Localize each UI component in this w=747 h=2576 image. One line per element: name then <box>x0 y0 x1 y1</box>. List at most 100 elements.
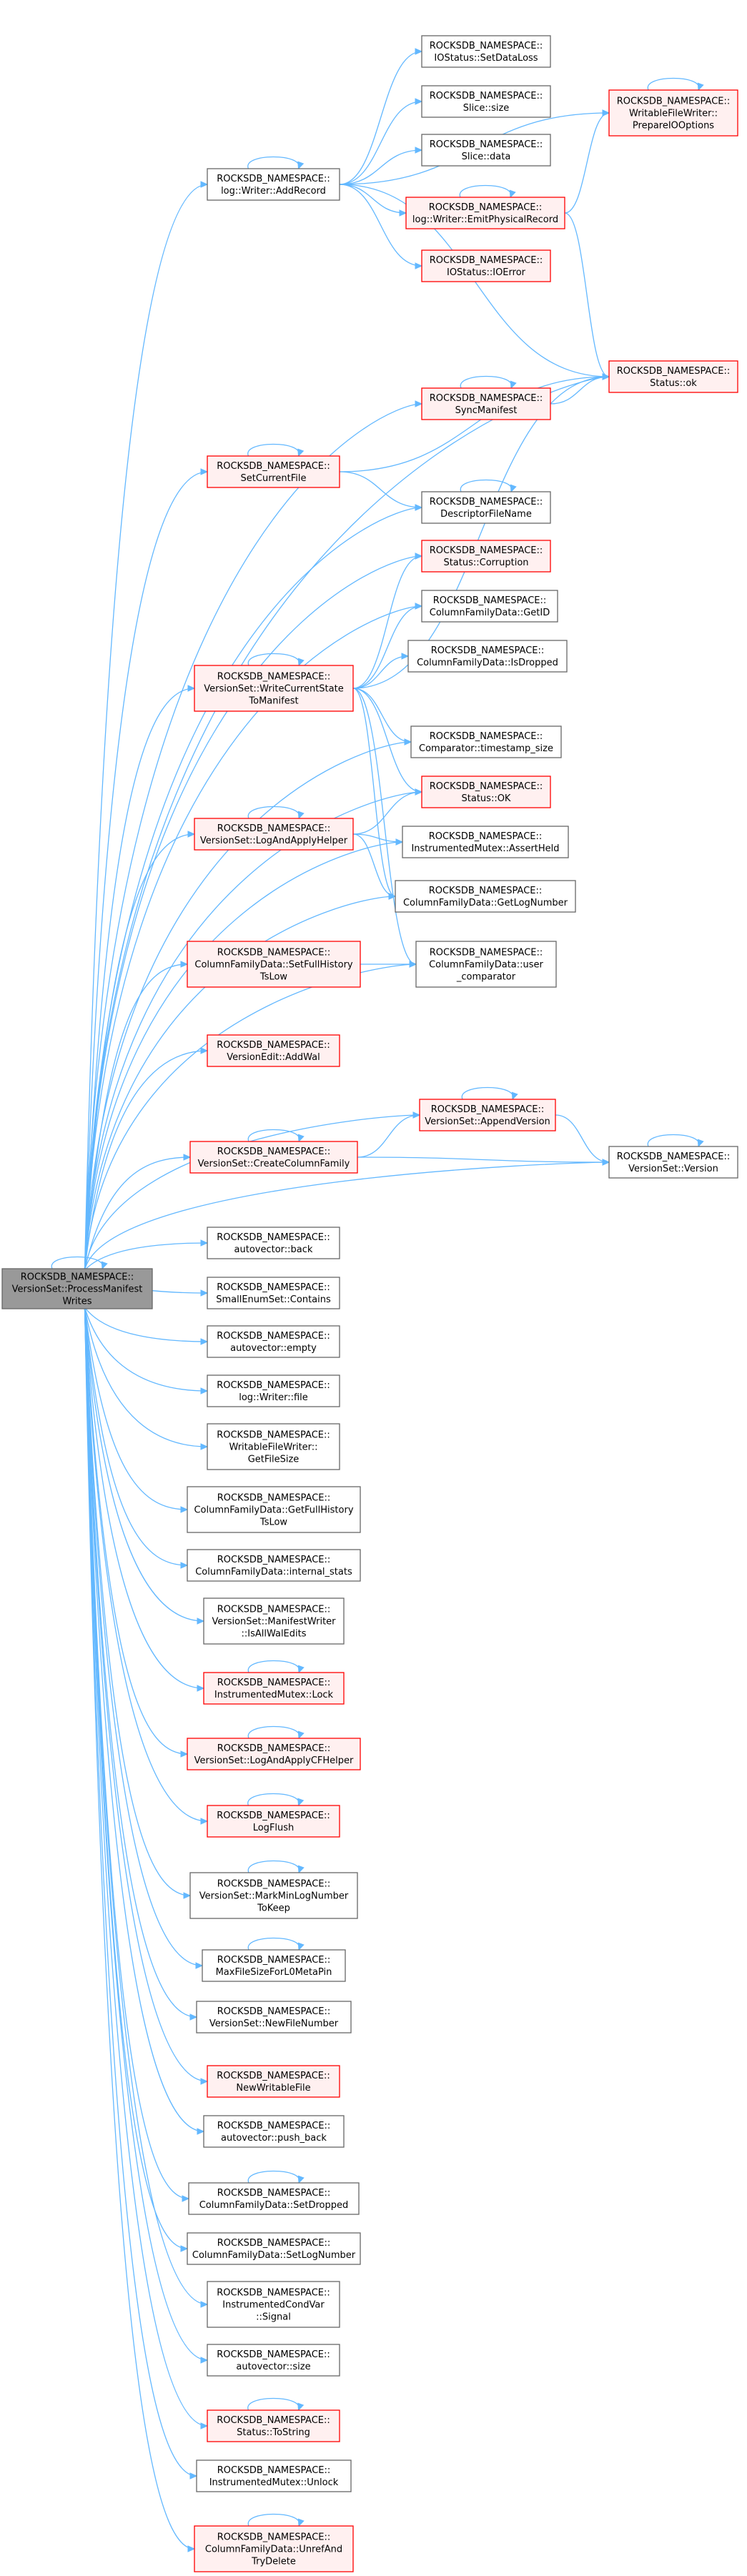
node-createcf[interactable]: ROCKSDB_NAMESPACE::VersionSet::CreateCol… <box>189 1141 358 1174</box>
node-maxfilesize[interactable]: ROCKSDB_NAMESPACE::MaxFileSizeForL0MetaP… <box>202 1949 346 1982</box>
node-isallwal[interactable]: ROCKSDB_NAMESPACE::VersionSet::ManifestW… <box>203 1597 345 1645</box>
node-box-lock <box>203 1672 345 1705</box>
node-unref[interactable]: ROCKSDB_NAMESPACE::ColumnFamilyData::Unr… <box>194 2525 354 2572</box>
node-autovecback[interactable]: ROCKSDB_NAMESPACE::autovector::back <box>207 1227 340 1259</box>
node-label-timestampsize-line-0: ROCKSDB_NAMESPACE:: <box>430 731 543 742</box>
node-box-autovecempty <box>207 1325 340 1358</box>
arrowhead-root-to-setfullhistory <box>180 961 189 968</box>
node-autovecsize[interactable]: ROCKSDB_NAMESPACE::autovector::size <box>207 2344 340 2377</box>
node-logandapply[interactable]: ROCKSDB_NAMESPACE::VersionSet::LogAndApp… <box>194 818 354 851</box>
node-box-isdropped <box>407 640 568 673</box>
edge-logandapply-to-assertheld <box>352 833 403 843</box>
node-label-addrecord-line-1: log::Writer::AddRecord <box>221 186 326 197</box>
node-emitphys[interactable]: ROCKSDB_NAMESPACE::log::Writer::EmitPhys… <box>405 197 565 229</box>
edge-syncmanifest-to-statusok <box>550 376 610 405</box>
node-label-markminlog-line-0: ROCKSDB_NAMESPACE:: <box>217 1879 331 1890</box>
arrowhead-emitphys-to-prepareio <box>602 109 610 117</box>
node-root[interactable]: ROCKSDB_NAMESPACE::VersionSet::ProcessMa… <box>1 1268 153 1309</box>
node-label-createcf-line-0: ROCKSDB_NAMESPACE:: <box>217 1146 331 1157</box>
edge-root-to-version <box>84 1161 610 1271</box>
self-loop-setcurrentfile <box>247 443 300 457</box>
node-slicesize[interactable]: ROCKSDB_NAMESPACE::Slice::size <box>421 85 551 118</box>
node-statusOK[interactable]: ROCKSDB_NAMESPACE::Status::OK <box>421 776 551 808</box>
self-loop-appendversion <box>461 1086 514 1100</box>
self-loop-arrowhead-appendversion <box>511 1091 518 1101</box>
node-label-root-line-2: Writes <box>62 1297 91 1307</box>
node-box-newfilenumber <box>196 2001 352 2033</box>
node-getid[interactable]: ROCKSDB_NAMESPACE::ColumnFamilyData::Get… <box>421 590 558 623</box>
node-usercomparator[interactable]: ROCKSDB_NAMESPACE::ColumnFamilyData::use… <box>415 941 557 988</box>
edge-addrecord-to-emitphys <box>339 184 407 214</box>
node-getlognumber[interactable]: ROCKSDB_NAMESPACE::ColumnFamilyData::Get… <box>395 880 576 913</box>
node-logandapplycf[interactable]: ROCKSDB_NAMESPACE::VersionSet::LogAndApp… <box>187 1738 361 1770</box>
node-markminlog[interactable]: ROCKSDB_NAMESPACE::VersionSet::MarkMinLo… <box>189 1872 358 1919</box>
node-setdataloss[interactable]: ROCKSDB_NAMESPACE::IOStatus::SetDataLoss <box>421 35 551 68</box>
node-pushback[interactable]: ROCKSDB_NAMESPACE::autovector::push_back <box>203 2115 345 2148</box>
node-addwal[interactable]: ROCKSDB_NAMESPACE::VersionEdit::AddWal <box>207 1034 340 1067</box>
node-version[interactable]: ROCKSDB_NAMESPACE::VersionSet::Version <box>608 1146 738 1179</box>
node-label-statusok-line-0: ROCKSDB_NAMESPACE:: <box>617 366 731 377</box>
arrowhead-root-to-setlognumber <box>180 2245 189 2252</box>
node-tostring[interactable]: ROCKSDB_NAMESPACE::Status::ToString <box>207 2409 340 2442</box>
node-writerfile[interactable]: ROCKSDB_NAMESPACE::log::Writer::file <box>207 1374 340 1407</box>
node-label-setcurrentfile-line-1: SetCurrentFile <box>241 473 307 484</box>
arrowhead-setcurrentfile-to-descriptorfilename <box>415 504 423 511</box>
node-unlock[interactable]: ROCKSDB_NAMESPACE::InstrumentedMutex::Un… <box>196 2459 352 2492</box>
node-statusok[interactable]: ROCKSDB_NAMESPACE::Status::ok <box>608 360 738 393</box>
node-getfullhistory[interactable]: ROCKSDB_NAMESPACE::ColumnFamilyData::Get… <box>187 1486 361 1533</box>
self-loop-descriptorfilename <box>460 479 513 492</box>
self-loop-logandapply <box>247 806 300 819</box>
node-setcurrentfile[interactable]: ROCKSDB_NAMESPACE::SetCurrentFile <box>207 455 340 488</box>
node-signal[interactable]: ROCKSDB_NAMESPACE::InstrumentedCondVar::… <box>207 2281 340 2328</box>
node-setdropped[interactable]: ROCKSDB_NAMESPACE::ColumnFamilyData::Set… <box>188 2182 360 2215</box>
node-setfullhistory[interactable]: ROCKSDB_NAMESPACE::ColumnFamilyData::Set… <box>187 941 361 988</box>
arrowhead-root-to-getfullhistory <box>180 1506 189 1513</box>
node-prepareio[interactable]: ROCKSDB_NAMESPACE::WritableFileWriter::P… <box>608 89 738 137</box>
node-isdropped[interactable]: ROCKSDB_NAMESPACE::ColumnFamilyData::IsD… <box>407 640 568 673</box>
node-box-prepareio <box>608 89 738 137</box>
node-label-logandapplycf-line-0: ROCKSDB_NAMESPACE:: <box>217 1743 331 1754</box>
node-box-getfilesize <box>207 1423 340 1470</box>
self-loop-arrowhead-descriptorfilename <box>510 484 517 493</box>
node-label-signal-line-0: ROCKSDB_NAMESPACE:: <box>217 2288 330 2299</box>
edge-root-to-newfilenumber <box>84 1307 197 2018</box>
node-corruption[interactable]: ROCKSDB_NAMESPACE::Status::Corruption <box>421 540 551 573</box>
node-label-emitphys-line-1: log::Writer::EmitPhysicalRecord <box>412 214 558 225</box>
node-appendversion[interactable]: ROCKSDB_NAMESPACE::VersionSet::AppendVer… <box>419 1099 556 1131</box>
node-box-emitphys <box>405 197 565 229</box>
node-contains[interactable]: ROCKSDB_NAMESPACE::SmallEnumSet::Contain… <box>207 1277 340 1309</box>
node-writecurrentstate[interactable]: ROCKSDB_NAMESPACE::VersionSet::WriteCurr… <box>194 665 354 712</box>
edge-root-to-markminlog <box>84 1307 191 1896</box>
node-assertheld[interactable]: ROCKSDB_NAMESPACE::InstrumentedMutex::As… <box>402 826 569 858</box>
node-label-createcf-line-1: VersionSet::CreateColumnFamily <box>198 1159 350 1169</box>
node-addrecord[interactable]: ROCKSDB_NAMESPACE::log::Writer::AddRecor… <box>207 168 340 201</box>
self-loop-arrowhead-tostring <box>297 2402 305 2412</box>
node-syncmanifest[interactable]: ROCKSDB_NAMESPACE::SyncManifest <box>421 387 551 420</box>
edge-root-to-unlock <box>84 1307 197 2477</box>
node-box-root <box>1 1268 153 1309</box>
node-internalstats[interactable]: ROCKSDB_NAMESPACE::ColumnFamilyData::int… <box>187 1549 361 1582</box>
self-loop-arrowhead-maxfilesize <box>297 1942 305 1951</box>
edge-root-to-addrecord <box>84 184 208 1271</box>
node-setlognumber[interactable]: ROCKSDB_NAMESPACE::ColumnFamilyData::Set… <box>187 2232 361 2265</box>
node-lock[interactable]: ROCKSDB_NAMESPACE::InstrumentedMutex::Lo… <box>203 1672 345 1705</box>
node-newwritablefile[interactable]: ROCKSDB_NAMESPACE::NewWritableFile <box>207 2065 340 2098</box>
node-label-setcurrentfile-line-0: ROCKSDB_NAMESPACE:: <box>217 461 330 472</box>
node-timestampsize[interactable]: ROCKSDB_NAMESPACE::Comparator::timestamp… <box>410 725 562 758</box>
self-loop-logandapplycf <box>247 1725 300 1739</box>
node-slicedata[interactable]: ROCKSDB_NAMESPACE::Slice::data <box>421 134 551 167</box>
node-ioerror[interactable]: ROCKSDB_NAMESPACE::IOStatus::IOError <box>421 249 551 282</box>
node-getfilesize[interactable]: ROCKSDB_NAMESPACE::WritableFileWriter::G… <box>207 1423 340 1470</box>
node-label-maxfilesize-line-1: MaxFileSizeForL0MetaPin <box>216 1967 332 1978</box>
node-newfilenumber[interactable]: ROCKSDB_NAMESPACE::VersionSet::NewFileNu… <box>196 2001 352 2033</box>
arrowhead-root-to-contains <box>200 1289 209 1297</box>
arrowhead-writecurrentstate-to-getid <box>415 603 423 610</box>
edge-emitphys-to-prepareio <box>564 112 610 214</box>
edge-root-to-writecurrentstate <box>84 688 195 1271</box>
arrowhead-root-to-lock <box>197 1685 205 1692</box>
node-autovecempty[interactable]: ROCKSDB_NAMESPACE::autovector::empty <box>207 1325 340 1358</box>
arrowhead-root-to-logandapply <box>187 831 196 838</box>
node-label-timestampsize-line-1: Comparator::timestamp_size <box>419 743 553 754</box>
node-logflush[interactable]: ROCKSDB_NAMESPACE::LogFlush <box>207 1805 340 1838</box>
node-descriptorfilename[interactable]: ROCKSDB_NAMESPACE::DescriptorFileName <box>421 491 551 524</box>
